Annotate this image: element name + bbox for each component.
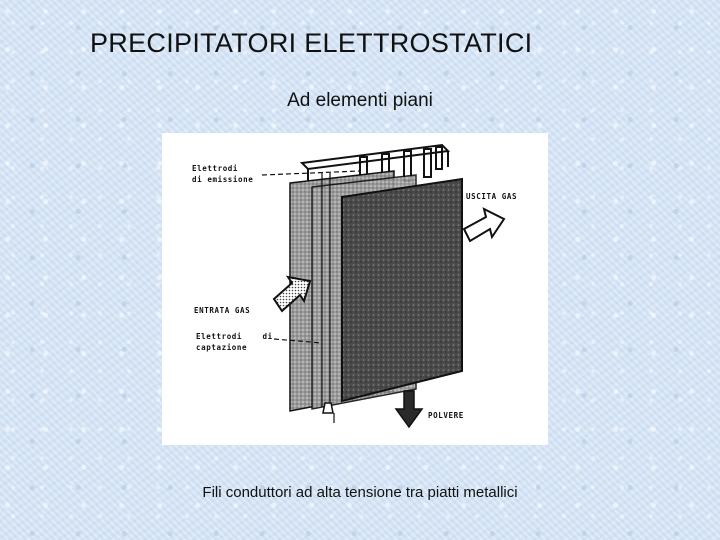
precipitator-illustration: Elettrodi di emissione USCITA GAS ENTRAT…: [192, 143, 517, 429]
slide-title: PRECIPITATORI ELETTROSTATICI: [90, 28, 533, 58]
label-dust: POLVERE: [428, 411, 464, 420]
label-emission-line2: di emissione: [192, 175, 253, 184]
gas-inlet-arrow-icon: [272, 275, 312, 313]
precipitator-diagram: Elettrodi di emissione USCITA GAS ENTRAT…: [162, 133, 548, 445]
emission-leader: [261, 170, 361, 176]
label-collection-line2: captazione: [196, 343, 247, 352]
collection-leader: [273, 338, 323, 344]
label-gas-outlet: USCITA GAS: [466, 192, 517, 201]
label-emission-line1: Elettrodi: [192, 164, 238, 173]
gas-outlet-arrow-icon: [462, 207, 506, 243]
emission-wires: [321, 173, 335, 423]
slide-caption: Fili conduttori ad alta tensione tra pia…: [202, 484, 518, 501]
collection-plate-front: [341, 177, 463, 403]
wire-weight: [322, 402, 334, 414]
label-gas-inlet: ENTRATA GAS: [194, 306, 250, 315]
dust-outlet-arrow-icon: [394, 390, 424, 429]
label-collection-line1: Elettrodi di: [196, 332, 273, 341]
slide-subtitle: Ad elementi piani: [287, 90, 433, 111]
